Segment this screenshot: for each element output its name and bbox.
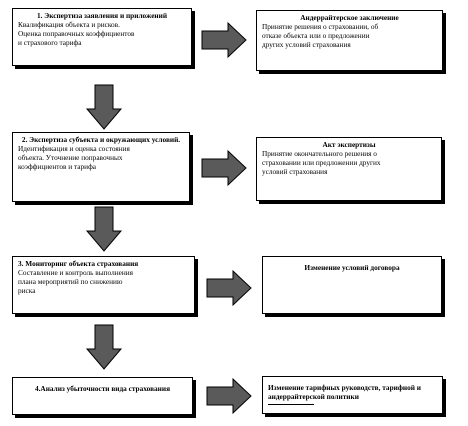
step-1-line-3: и страхового тарифа (18, 38, 82, 47)
step-1-box: 1. Экспертиза заявления и приложений Ква… (12, 8, 192, 66)
result-2-line-2: страховании или предложении других (262, 158, 381, 167)
step-3-line-1: Составление и контроль выполнения (18, 268, 134, 277)
step-1-line-1: Квалификация объекта и рисков. (18, 20, 120, 29)
result-2-title: Акт экспертизы (322, 140, 376, 149)
result-4-title: Изменение тарифных руководств, тарифной … (268, 383, 421, 401)
step-2-box: 2. Экспертиза субъекта и окружающих усло… (12, 132, 190, 202)
step-4-box: 4.Анализ убыточности вида страхования (12, 377, 193, 415)
step-4-title: 4.Анализ убыточности вида страхования (34, 384, 171, 393)
arrow-down-3 (85, 324, 123, 370)
step-1-line-2: Оценка поправочных коэффициентов (18, 29, 135, 38)
result-1-line-3: других условий страхования (262, 40, 351, 49)
step-3-box: 3. Мониторинг объекта страхования Состав… (12, 256, 195, 314)
result-3-box: Изменение условий договора (262, 256, 442, 314)
step-1-title: 1. Экспертиза заявления и приложений (36, 11, 168, 20)
step-3-title: 3. Мониторинг объекта страхования (18, 259, 139, 268)
result-2-line-3: условий страхования (262, 167, 328, 176)
result-2-line-1: Принятие окончательного решения о (262, 149, 377, 158)
arrow-right-2 (201, 149, 247, 187)
result-1-line-2: отказе объекта или о предложении (262, 31, 370, 40)
result-4-underline (268, 401, 314, 405)
arrow-right-3 (206, 269, 252, 307)
arrow-down-1 (85, 84, 123, 130)
result-2-box: Акт экспертизы Принятие окончательного р… (256, 137, 442, 201)
result-3-title: Изменение условий договора (304, 263, 400, 272)
arrow-down-2 (85, 206, 123, 252)
step-3-line-2: плана мероприятий по снижению (18, 277, 123, 286)
step-2-title: 2. Экспертиза субъекта и окружающих усло… (21, 135, 181, 144)
arrow-right-4 (206, 377, 252, 415)
step-2-line-3: коэффициентов и тарифа (18, 162, 97, 171)
arrow-right-1 (201, 21, 247, 59)
step-3-line-3: риска (18, 286, 36, 295)
result-1-line-1: Принятие решения о страховании, об (262, 22, 379, 31)
step-2-line-2: объекта. Уточнение поправочных (18, 153, 123, 162)
result-1-title: Андеррайтерское заключение (300, 13, 399, 22)
result-4-box: Изменение тарифных руководств, тарифной … (262, 376, 443, 414)
step-2-line-1: Идентификация и оценка состояния (18, 144, 130, 153)
result-1-box: Андеррайтерское заключение Принятие реше… (256, 10, 443, 71)
